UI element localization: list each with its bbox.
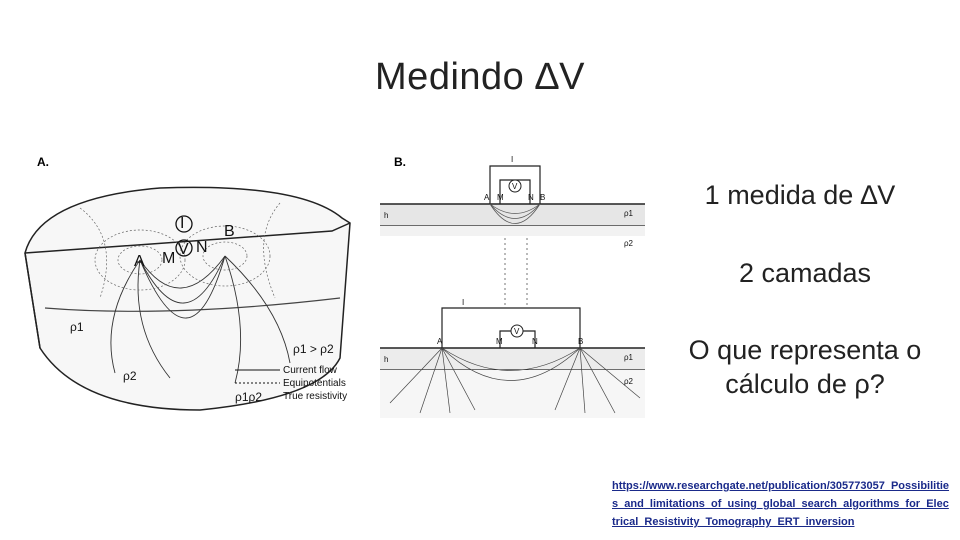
top-electrode-n: N [528, 193, 534, 202]
bullet-two-layers: 2 camadas [738, 258, 872, 288]
source-link[interactable]: https://www.researchgate.net/publication… [612, 480, 950, 528]
top-rho1-label: ρ1 [624, 209, 634, 218]
current-flow-lines [110, 255, 291, 384]
legend-rho-symbol: ρ1ρ2 [235, 390, 262, 404]
figure-a-svg: A. A M V N B [24, 155, 351, 411]
bottom-current-label: I [462, 298, 464, 307]
halfspace-block [24, 186, 351, 411]
bullet-rho-question: O que representa o cálculo de ρ? [688, 335, 922, 399]
electrode-label-a: A [134, 253, 145, 270]
bottom-electrode-a: A [437, 337, 443, 346]
top-electrode-a: A [484, 193, 490, 202]
figure-b-svg: B. I V h ρ1 ρ2 A M N [380, 155, 645, 418]
current-meter-icon [175, 215, 193, 233]
figure-b-label: B. [394, 155, 406, 169]
electrode-label-b: B [224, 223, 235, 240]
bottom-voltage-label: V [514, 327, 520, 336]
voltmeter-label: V [178, 241, 189, 258]
legend-current-flow: Current flow [283, 365, 338, 376]
current-label: I [180, 215, 184, 232]
bottom-rho1-label: ρ1 [624, 353, 634, 362]
bottom-layer-h-label: h [384, 355, 388, 364]
bottom-rho2-label: ρ2 [624, 377, 634, 386]
figure-a-label: A. [37, 155, 49, 169]
legend-equipotentials: Equipotentials [283, 378, 346, 389]
figure-b-top-panel: I V h ρ1 ρ2 A M N B [380, 155, 645, 248]
electrode-label-m: M [162, 250, 175, 267]
rho-relation-label: ρ1 > ρ2 [293, 342, 334, 356]
bottom-electrode-b: B [578, 337, 583, 346]
figure-b-bottom-panel: I V h ρ1 ρ2 A M N B [380, 298, 645, 418]
voltmeter-icon [175, 239, 193, 257]
top-current-label: I [511, 155, 513, 164]
electrode-label-n: N [196, 239, 208, 256]
bottom-electrode-n: N [532, 337, 538, 346]
slide-title: Medindo ∆V [375, 56, 585, 98]
rho-lower-label: ρ2 [123, 369, 137, 383]
figure-b-layered-diagram: B. I V h ρ1 ρ2 A M N [380, 148, 645, 418]
surface-edge [24, 222, 351, 254]
top-layer-h-label: h [384, 211, 388, 220]
bottom-electrode-m: M [496, 337, 503, 346]
top-rho2-label: ρ2 [624, 239, 634, 248]
top-layer-fill [380, 204, 645, 226]
bottom-layer-fill [380, 348, 645, 370]
figure-a-legend: Current flow Equipotentials ρ1ρ2 True re… [235, 365, 347, 404]
top-voltage-label: V [512, 182, 518, 191]
figure-a-halfspace-diagram: A. A M V N B [20, 148, 365, 418]
top-electrode-b: B [540, 193, 545, 202]
top-electrode-m: M [497, 193, 504, 202]
bullet-one-measurement: 1 medida de ∆V [704, 180, 896, 210]
layer-interface [44, 297, 341, 312]
rho-upper-label: ρ1 [70, 320, 84, 334]
legend-true-resistivity: True resistivity [283, 391, 347, 402]
equipotential-lines [79, 202, 281, 299]
